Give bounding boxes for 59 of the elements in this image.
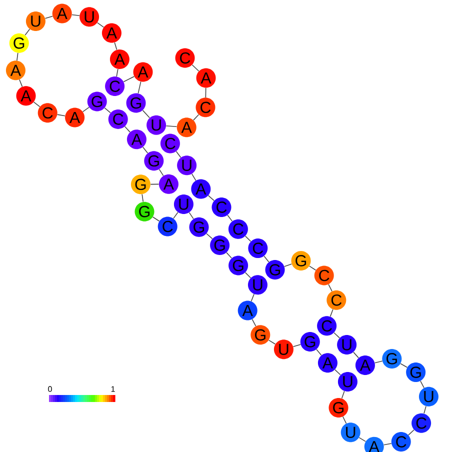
- scale-label: 1: [111, 386, 115, 392]
- backbone-line: [334, 332, 340, 338]
- backbone-line: [138, 81, 142, 94]
- backbone-line: [44, 16, 53, 19]
- backbone-line: [124, 126, 130, 132]
- backbone-line: [420, 380, 424, 388]
- backbone-line: [104, 108, 111, 114]
- backbone-line: [341, 390, 345, 399]
- backbone-line: [250, 294, 254, 302]
- backbone-line: [192, 64, 200, 72]
- backbone-line: [24, 28, 30, 36]
- backbone-line: [158, 168, 164, 176]
- backbone-line: [244, 236, 252, 242]
- backbone-line: [19, 79, 23, 88]
- backbone-line: [342, 416, 347, 424]
- backbone-line: [173, 212, 178, 219]
- backbone-line: [353, 352, 359, 358]
- backbone-line: [328, 284, 332, 292]
- backbone-line: [82, 106, 90, 112]
- backbone-line: [400, 363, 408, 368]
- backbone-line: [316, 348, 322, 356]
- backbone-line: [358, 437, 366, 442]
- backbone-line: [152, 216, 160, 222]
- backbone-line: [72, 14, 80, 16]
- backbone-line: [308, 266, 316, 271]
- backbone-line: [176, 151, 182, 158]
- backbone-line: [16, 52, 18, 61]
- backbone-line: [244, 272, 252, 278]
- backbone-line: [142, 194, 144, 202]
- backbone-line: [374, 360, 383, 364]
- backbone-line: [96, 22, 104, 28]
- backbone-line: [193, 114, 200, 121]
- backbone-line: [188, 212, 194, 220]
- backbone-line: [192, 174, 196, 181]
- backbone-line: [57, 114, 66, 116]
- backbone-line: [227, 214, 233, 222]
- backbone-line: [264, 256, 270, 262]
- backbone-line: [292, 344, 301, 347]
- backbone-line: [252, 318, 256, 326]
- backbone-line: [334, 369, 341, 376]
- backbone-line: [384, 443, 392, 446]
- backbone-line: [142, 110, 150, 118]
- backbone-line: [116, 68, 118, 77]
- backbone-line: [33, 102, 40, 108]
- backbone-line: [150, 184, 160, 185]
- scale-label: 0: [48, 386, 52, 392]
- backbone-line: [284, 264, 292, 267]
- backbone-line: [408, 429, 414, 436]
- backbone-line: [208, 195, 214, 202]
- backbone-line: [268, 340, 276, 345]
- backbone-line: [226, 252, 232, 259]
- backbone-line: [206, 233, 213, 240]
- backbone-line: [205, 88, 206, 98]
- backbone-line: [114, 42, 118, 50]
- backbone-line: [424, 406, 426, 414]
- backbone-line: [166, 125, 178, 128]
- backbone-line: [123, 76, 135, 82]
- backbone-line: [142, 146, 148, 154]
- backbone-line: [330, 309, 334, 317]
